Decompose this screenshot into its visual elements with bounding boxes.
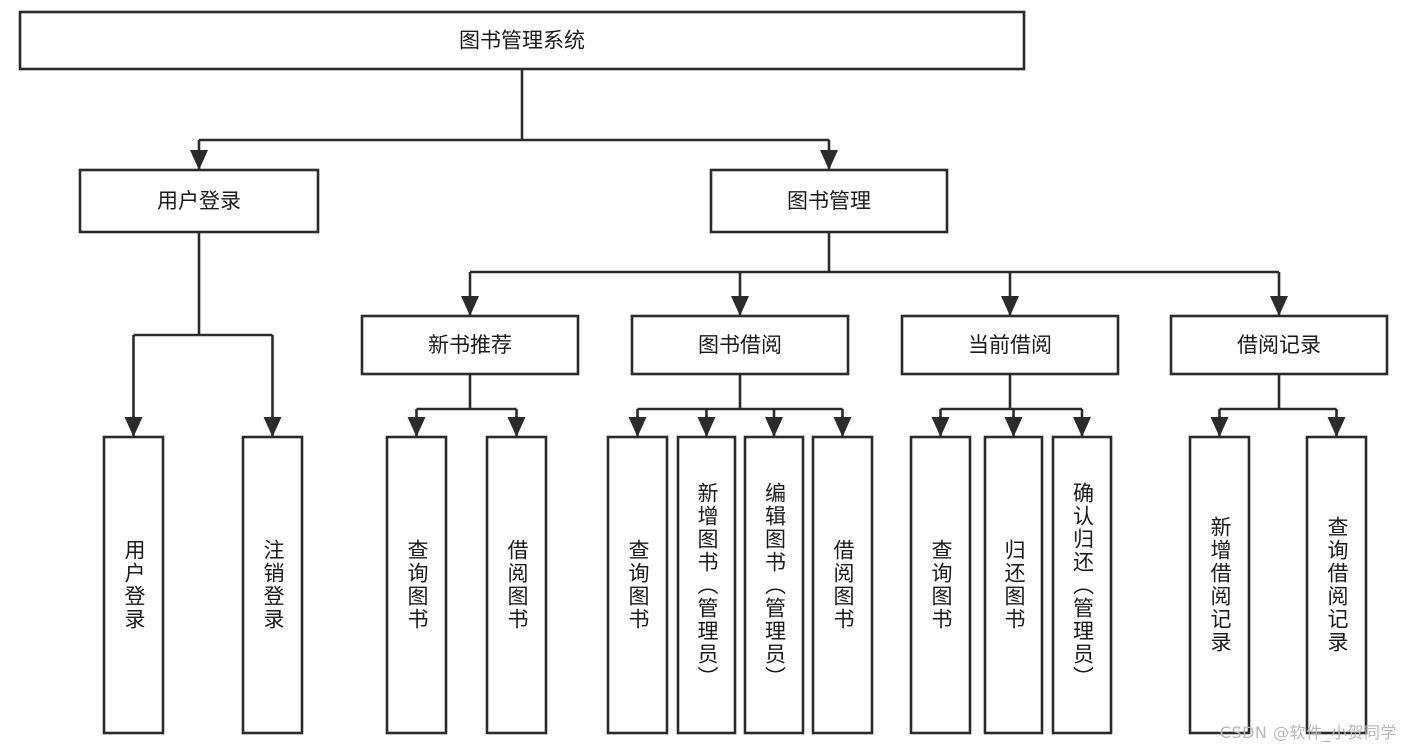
node-leaf-return-book-box[interactable] bbox=[983, 435, 1044, 735]
node-root[interactable]: 图书管理系统 bbox=[18, 10, 1026, 71]
node-leaf-query-book-3[interactable] bbox=[909, 435, 972, 735]
node-leaf-query-book-3-box[interactable] bbox=[909, 435, 972, 735]
node-leaf-add-record[interactable] bbox=[1188, 435, 1251, 735]
connector-edges bbox=[124, 69, 1346, 437]
node-leaf-borrow-book-2-box[interactable] bbox=[811, 435, 874, 735]
node-leaf-return-book[interactable] bbox=[983, 435, 1044, 735]
node-current-borrow-label: 当前借阅 bbox=[968, 333, 1052, 357]
node-leaf-confirm-return-box[interactable] bbox=[1051, 435, 1113, 735]
node-current-borrow[interactable]: 当前借阅 bbox=[900, 314, 1120, 376]
node-leaf-add-record-box[interactable] bbox=[1188, 435, 1251, 735]
node-leaf-user-login-box[interactable] bbox=[102, 435, 165, 735]
node-leaf-query-record-box[interactable] bbox=[1305, 435, 1368, 735]
node-leaf-edit-book-box[interactable] bbox=[743, 435, 805, 735]
node-book-borrow-label: 图书借阅 bbox=[698, 333, 782, 357]
node-leaf-user-login[interactable] bbox=[102, 435, 165, 735]
node-book-management[interactable]: 图书管理 bbox=[709, 168, 949, 234]
node-leaf-confirm-return[interactable] bbox=[1051, 435, 1113, 735]
node-leaf-logout-box[interactable] bbox=[241, 435, 304, 735]
node-root-label: 图书管理系统 bbox=[459, 29, 585, 53]
node-book-borrow[interactable]: 图书借阅 bbox=[630, 314, 850, 376]
node-user-login-label: 用户登录 bbox=[157, 189, 241, 213]
node-leaf-add-book[interactable] bbox=[676, 435, 737, 735]
node-user-login-box[interactable] bbox=[78, 168, 320, 234]
node-borrow-record-label: 借阅记录 bbox=[1237, 333, 1321, 357]
node-leaf-add-book-box[interactable] bbox=[676, 435, 737, 735]
node-current-borrow-box[interactable] bbox=[900, 314, 1120, 376]
node-book-borrow-box[interactable] bbox=[630, 314, 850, 376]
node-leaf-edit-book[interactable] bbox=[743, 435, 805, 735]
node-new-book-recommend[interactable]: 新书推荐 bbox=[360, 314, 580, 376]
watermark-text: CSDN @软件_小贺同学 bbox=[1219, 723, 1397, 742]
node-leaf-query-record[interactable] bbox=[1305, 435, 1368, 735]
node-leaf-logout[interactable] bbox=[241, 435, 304, 735]
node-leaf-query-book-2[interactable] bbox=[606, 435, 669, 735]
node-leaf-borrow-book-2[interactable] bbox=[811, 435, 874, 735]
node-leaf-borrow-book-1-box[interactable] bbox=[485, 435, 548, 735]
node-book-management-label: 图书管理 bbox=[787, 189, 871, 213]
node-new-book-recommend-box[interactable] bbox=[360, 314, 580, 376]
node-leaf-query-book-1-box[interactable] bbox=[385, 435, 448, 735]
node-leaf-query-book-1[interactable] bbox=[385, 435, 448, 735]
node-user-login[interactable]: 用户登录 bbox=[78, 168, 320, 234]
node-borrow-record-box[interactable] bbox=[1169, 314, 1389, 376]
node-root-box[interactable] bbox=[18, 10, 1026, 71]
node-leaf-query-book-2-box[interactable] bbox=[606, 435, 669, 735]
node-borrow-record[interactable]: 借阅记录 bbox=[1169, 314, 1389, 376]
node-leaf-borrow-book-1[interactable] bbox=[485, 435, 548, 735]
node-new-book-recommend-label: 新书推荐 bbox=[428, 333, 512, 357]
node-book-management-box[interactable] bbox=[709, 168, 949, 234]
